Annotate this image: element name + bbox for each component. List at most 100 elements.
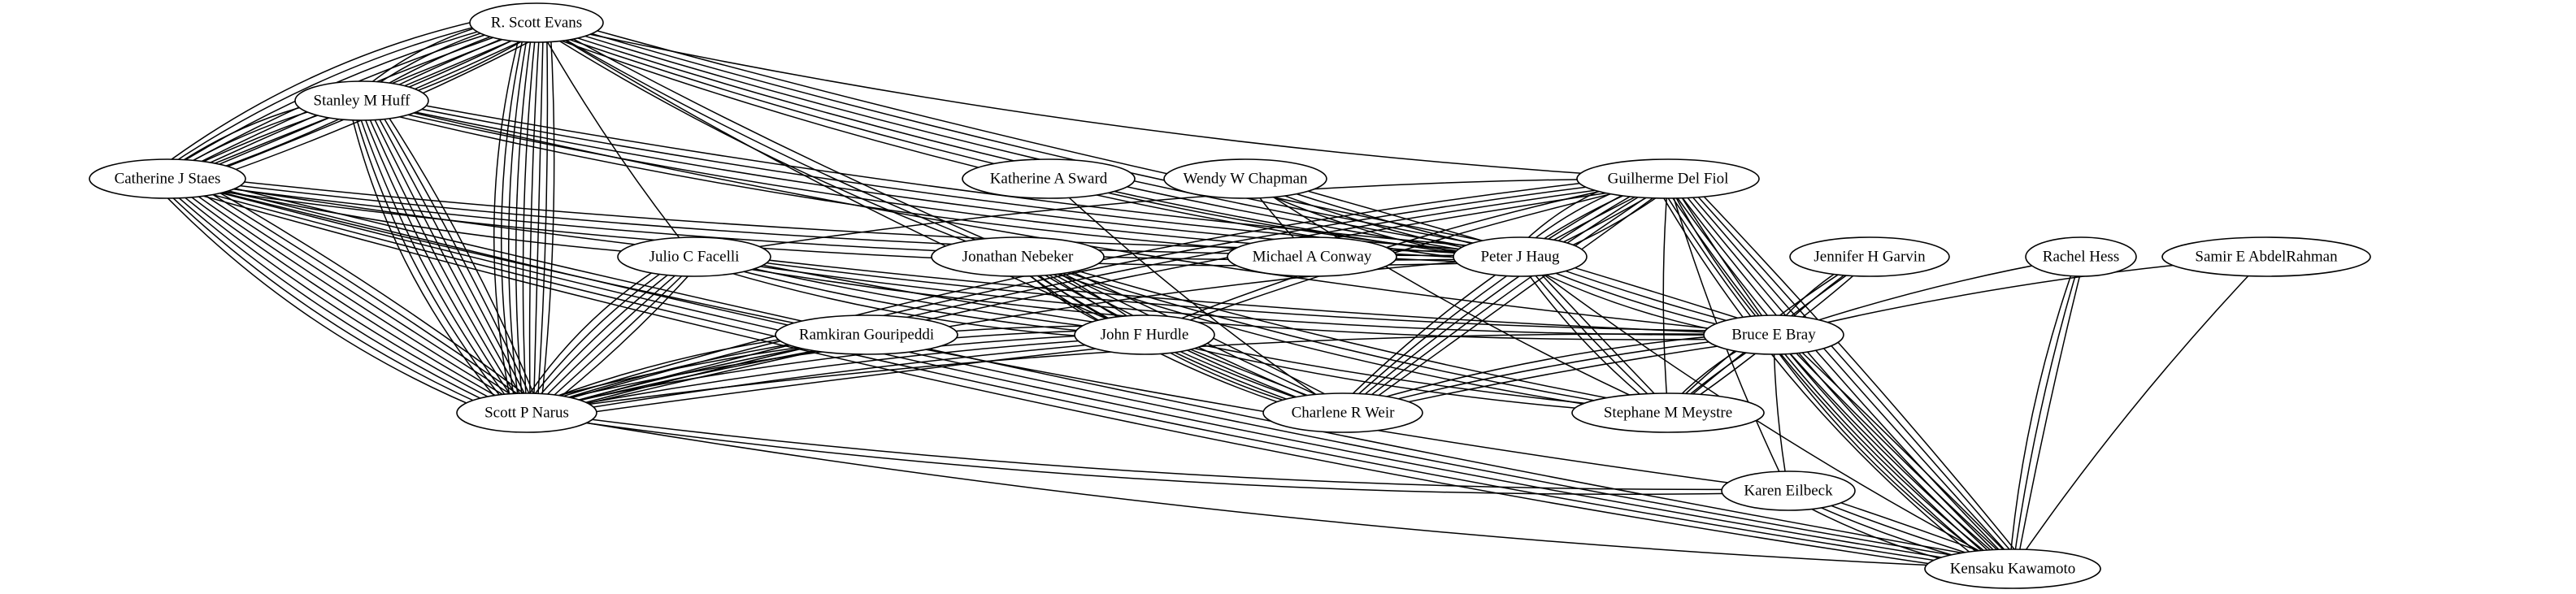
node-label: Julio C Facelli [649,249,740,266]
node-label: John F Hurdle [1101,327,1189,344]
edge-staes-bray [167,178,1775,336]
edge-staes-eilbeck [167,178,1789,492]
edge-delfiol-weir [1340,175,1666,411]
edge-evans-narus [522,22,537,414]
node-ellipse [1576,158,1760,199]
edge-evans-nebeker [536,22,1019,258]
node-ramkiran-gouripeddi[interactable]: Ramkiran Gouripeddi [775,314,958,355]
edge-staes-narus [172,169,533,405]
edge-evans-delfiol [536,22,1669,180]
node-label: Stanley M Huff [314,93,411,110]
edge-evans-narus [536,23,549,414]
node-peter-j-haug[interactable]: Peter J Haug [1453,236,1588,277]
edge-evans-haug [535,27,1519,262]
node-ellipse [294,80,429,121]
edge-evans-nebeker [537,19,1020,254]
graph-edges [159,9,2267,579]
edge-staes-narus [161,187,522,423]
node-label: Bruce E Bray [1731,327,1816,344]
edge-delfiol-weir [1338,172,1665,408]
node-john-f-hurdle[interactable]: John F Hurdle [1074,314,1215,355]
edge-bray-kawamoto [1778,329,2018,565]
node-katherine-a-sward[interactable]: Katherine A Sward [962,158,1136,199]
node-label: Guilherme Del Fiol [1608,171,1729,188]
node-stanley-m-huff[interactable]: Stanley M Huff [294,80,429,121]
node-label: Katherine A Sward [990,171,1108,188]
node-karen-eilbeck[interactable]: Karen Eilbeck [1721,470,1856,511]
node-label: Rachel Hess [2043,249,2119,266]
edge-bray-kawamoto [1770,336,2011,572]
edge-evans-narus [508,22,531,413]
edge-huff-narus [373,93,540,407]
edge-nebeker-meystre [1018,253,1670,410]
node-label: Samir E AbdelRahman [2195,249,2338,266]
node-ellipse [1262,392,1423,433]
node-michael-a-conway[interactable]: Michael A Conway [1227,236,1397,277]
node-r-scott-evans[interactable]: R. Scott Evans [469,2,604,43]
node-ellipse [1721,470,1856,511]
node-catherine-j-staes[interactable]: Catherine J Staes [89,158,246,199]
node-label: Catherine J Staes [115,171,221,188]
edge-narus-eilbeck [526,414,1788,496]
node-ellipse [2025,236,2137,277]
edge-huff-narus [364,98,531,412]
edge-hess-kawamoto [2012,256,2082,570]
edge-bray-kawamoto [1768,339,2009,574]
node-ellipse [89,158,246,199]
edge-narus-kawamoto [526,412,2013,570]
edge-delfiol-kawamoto [1678,169,2024,561]
edge-delfiol-kawamoto [1672,173,2018,565]
edge-staes-facelli [167,178,695,258]
node-label: R. Scott Evans [491,15,582,32]
node-stephane-m-meystre[interactable]: Stephane M Meystre [1571,392,1765,433]
edge-hurdle-narus [526,332,1145,412]
edge-nebeker-meystre [1017,256,1669,414]
node-samir-e-abdelrahman[interactable]: Samir E AbdelRahman [2161,236,2371,277]
edge-staes-kawamoto [166,181,2013,573]
edge-facelli-bray [694,253,1775,332]
edge-sward-haug [1048,178,1521,258]
edge-delfiol-facelli [693,178,1669,258]
edge-evans-nebeker [534,25,1017,261]
node-label: Karen Eilbeck [1744,483,1833,500]
edge-staes-kawamoto [167,178,2013,570]
node-guilherme-del-fiol[interactable]: Guilherme Del Fiol [1576,158,1760,199]
node-ellipse [1703,314,1844,355]
node-ellipse [1227,236,1397,277]
edge-hess-kawamoto [2015,257,2085,570]
edge-evans-narus [532,23,545,414]
edge-staes-kawamoto [167,175,2013,566]
edge-delfiol-hurdle [1144,176,1668,334]
node-label: Stephane M Meystre [1604,405,1732,422]
node-label: Peter J Haug [1480,249,1560,266]
node-kensaku-kawamoto[interactable]: Kensaku Kawamoto [1924,548,2101,589]
node-bruce-e-bray[interactable]: Bruce E Bray [1703,314,1844,355]
edge-chapman-meystre [1245,178,1669,414]
node-ellipse [1163,158,1327,199]
node-ellipse [1571,392,1765,433]
edge-staes-narus [167,178,528,414]
node-label: Kensaku Kawamoto [1950,561,2076,578]
edge-hurdle-narus [528,342,1146,423]
node-julio-c-facelli[interactable]: Julio C Facelli [617,236,771,277]
edge-delfiol-kawamoto [1667,178,2013,570]
node-jennifer-h-garvin[interactable]: Jennifer H Garvin [1789,236,1950,277]
node-jonathan-nebeker[interactable]: Jonathan Nebeker [931,236,1105,277]
node-label: Ramkiran Gouripeddi [799,327,934,344]
edge-delfiol-meystre [1662,178,1669,414]
node-charlene-r-weir[interactable]: Charlene R Weir [1262,392,1423,433]
node-scott-p-narus[interactable]: Scott P Narus [456,392,597,433]
edge-evans-facelli [536,22,695,258]
node-wendy-w-chapman[interactable]: Wendy W Chapman [1163,158,1327,199]
edge-delfiol-weir [1344,180,1670,416]
edge-delfiol-kawamoto [1659,184,2006,576]
edge-haug-meystre [1517,258,1666,416]
node-rachel-hess[interactable]: Rachel Hess [2025,236,2137,277]
node-ellipse [962,158,1136,199]
node-ellipse [456,392,597,433]
node-ellipse [1453,236,1588,277]
edge-delfiol-kawamoto [1670,176,2016,567]
edge-huff-haug [361,100,1521,258]
